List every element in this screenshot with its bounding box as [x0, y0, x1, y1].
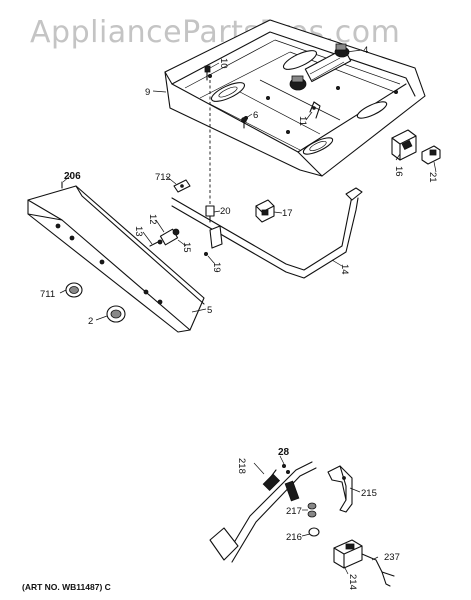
callout-4: 4	[363, 45, 368, 56]
callout-19: 19	[211, 262, 222, 273]
bracket-part-712	[173, 179, 191, 193]
callout-16: 16	[393, 166, 404, 177]
bracket-part-215	[327, 465, 353, 513]
knob-part-2	[106, 305, 126, 323]
valve-assembly-part-4	[289, 43, 352, 91]
callout-15: 15	[181, 242, 192, 253]
callout-20: 20	[220, 206, 231, 217]
callout-28: 28	[278, 447, 290, 458]
art-number-caption: (ART NO. WB11487) C	[22, 582, 111, 592]
manifold-panel-part-5	[27, 185, 205, 333]
callout-214: 214	[347, 574, 358, 590]
callout-712: 712	[155, 172, 171, 183]
manifold-pipe-part-14	[171, 187, 363, 279]
callout-215: 215	[361, 488, 377, 499]
callout-2: 2	[88, 316, 93, 327]
callout-206: 206	[64, 171, 81, 182]
thermostat-tube-part-218	[209, 461, 317, 563]
callout-12: 12	[147, 214, 158, 225]
callout-13: 13	[133, 226, 144, 237]
callout-10: 10	[218, 58, 229, 69]
burner-box-part-9	[164, 19, 426, 177]
callout-17: 17	[282, 208, 293, 219]
callout-237: 237	[384, 552, 400, 563]
clip-part-217	[307, 502, 317, 518]
clip-part-11	[309, 101, 321, 119]
switch-part-16	[391, 129, 417, 161]
screw-part-28	[281, 463, 290, 474]
screw-part-6	[241, 117, 247, 129]
callout-labels: 4 9 10 6 11 16 21 206 712 12 13 15 20 17…	[40, 45, 438, 590]
callout-6: 6	[253, 110, 258, 121]
callout-21: 21	[427, 172, 438, 183]
bracket-part-19	[203, 225, 223, 256]
callout-218: 218	[236, 458, 247, 474]
wire-part-237	[361, 553, 395, 587]
orifice-part-20	[205, 205, 215, 223]
clip-part-216	[308, 527, 320, 537]
callout-11: 11	[297, 116, 308, 126]
fitting-part-10	[204, 65, 211, 81]
leader-lines	[59, 49, 437, 575]
knob-part-711	[65, 282, 83, 298]
callout-217: 217	[286, 506, 302, 517]
valve-part-17	[255, 199, 275, 223]
callout-711: 711	[40, 289, 55, 300]
switch-part-214	[333, 539, 363, 569]
valve-part-15	[149, 228, 180, 247]
callout-216: 216	[286, 532, 302, 543]
callout-9: 9	[145, 87, 150, 98]
callout-5: 5	[207, 305, 212, 316]
switch-part-21	[421, 145, 441, 165]
callout-14: 14	[339, 264, 350, 275]
